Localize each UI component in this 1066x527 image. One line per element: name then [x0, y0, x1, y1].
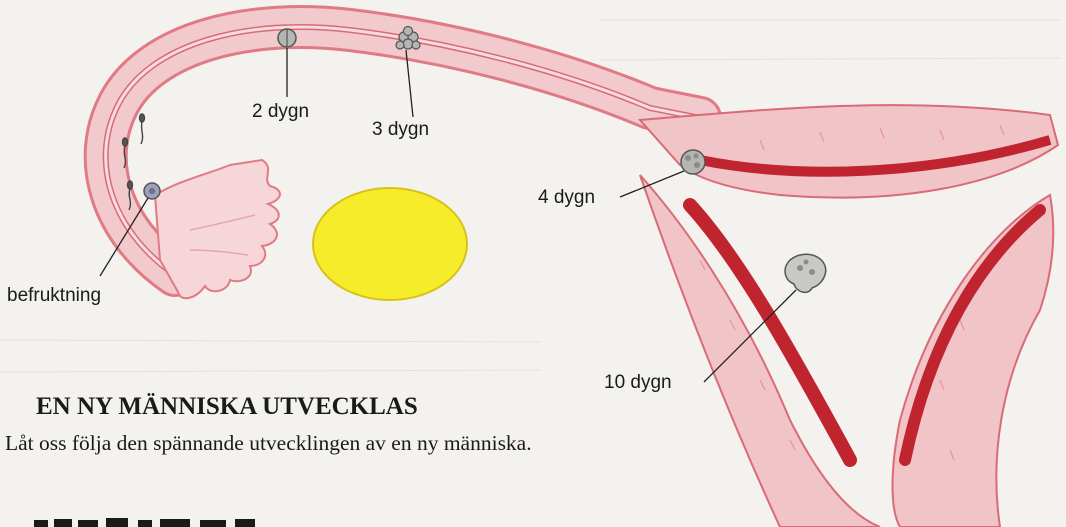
cell-4-day: [681, 150, 705, 174]
fimbriae: [155, 160, 280, 298]
label-befruktning: befruktning: [7, 285, 101, 307]
label-2-dygn: 2 dygn: [252, 101, 309, 123]
cell-2-day: [278, 29, 296, 47]
cell-10-day: [785, 254, 826, 292]
body-text: Låt oss följa den spännande utvecklingen…: [5, 429, 545, 457]
fertilized-egg: [144, 183, 160, 199]
label-4-dygn: 4 dygn: [538, 187, 595, 209]
cutoff-heading-fragment: [30, 514, 290, 527]
label-10-dygn: 10 dygn: [604, 372, 672, 394]
label-3-dygn: 3 dygn: [372, 119, 429, 141]
heading: EN NY MÄNNISKA UTVECKLAS: [36, 393, 418, 421]
ovary: [313, 188, 467, 300]
